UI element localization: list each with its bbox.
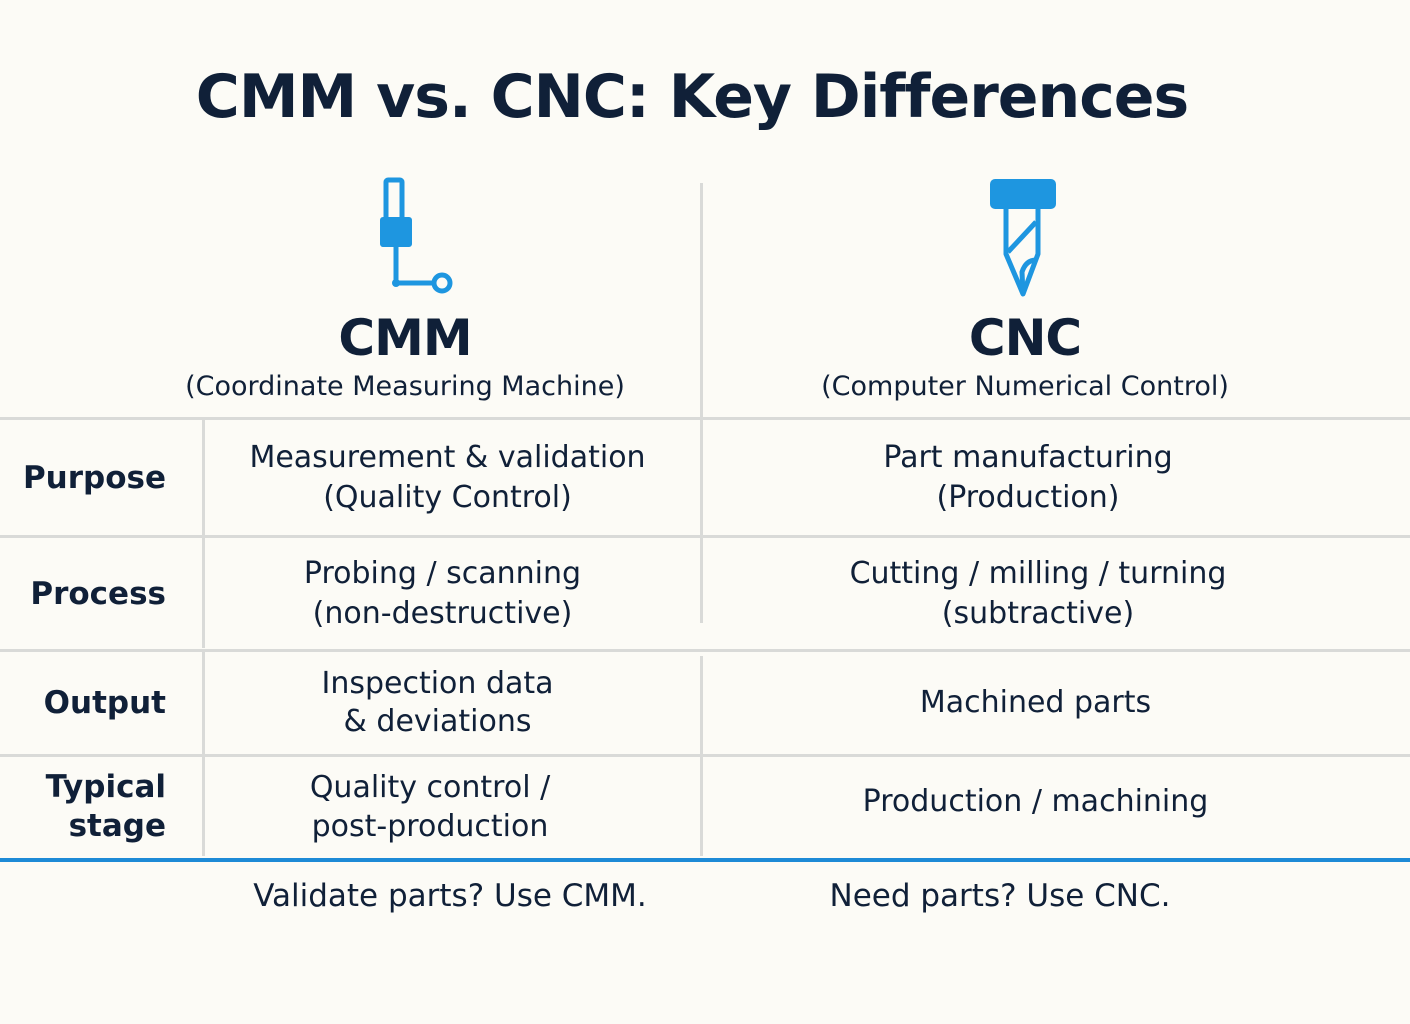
row-divider: [0, 754, 1410, 757]
cnc-name: CNC: [968, 309, 1082, 367]
cnc-column-header: CNC (Computer Numerical Control): [760, 310, 1290, 404]
cmm-column-header: CMM (Coordinate Measuring Machine): [140, 310, 670, 404]
cnc-stage-cell: Production / machining: [862, 784, 1209, 819]
cmm-purpose-cell: Measurement & validation (Quality Contro…: [249, 439, 646, 515]
row-label-process: Process: [30, 575, 166, 612]
page-title: CMM vs. CNC: Key Differences: [195, 62, 1189, 132]
row-divider: [0, 649, 1410, 652]
row-divider: [0, 417, 1410, 420]
center-divider: [700, 183, 703, 623]
row-divider: [0, 535, 1410, 538]
row-label-output: Output: [43, 685, 166, 721]
row-label-typical-stage: Typical stage: [45, 769, 166, 844]
cnc-purpose-cell: Part manufacturing (Production): [883, 439, 1173, 515]
cmm-stage-cell: Quality control / post-production: [309, 770, 551, 844]
footer-divider: [0, 858, 1410, 862]
label-divider: [202, 420, 205, 648]
cmm-name: CMM: [338, 309, 472, 367]
cnc-process-cell: Cutting / milling / turning (subtractive…: [849, 555, 1227, 631]
cnc-output-cell: Machined parts: [919, 685, 1152, 720]
cnc-subtitle: (Computer Numerical Control): [821, 371, 1229, 402]
cmm-process-cell: Probing / scanning (non-destructive): [303, 555, 582, 631]
row-label-purpose: Purpose: [22, 459, 166, 496]
cmm-probe-icon: [380, 177, 453, 294]
cmm-output-cell: Inspection data & deviations: [321, 666, 554, 739]
cmm-footer-text: Validate parts? Use CMM.: [253, 878, 647, 914]
cmm-subtitle: (Coordinate Measuring Machine): [185, 371, 625, 402]
cnc-end-mill-icon: [990, 179, 1056, 297]
cnc-footer-text: Need parts? Use CNC.: [829, 878, 1171, 914]
